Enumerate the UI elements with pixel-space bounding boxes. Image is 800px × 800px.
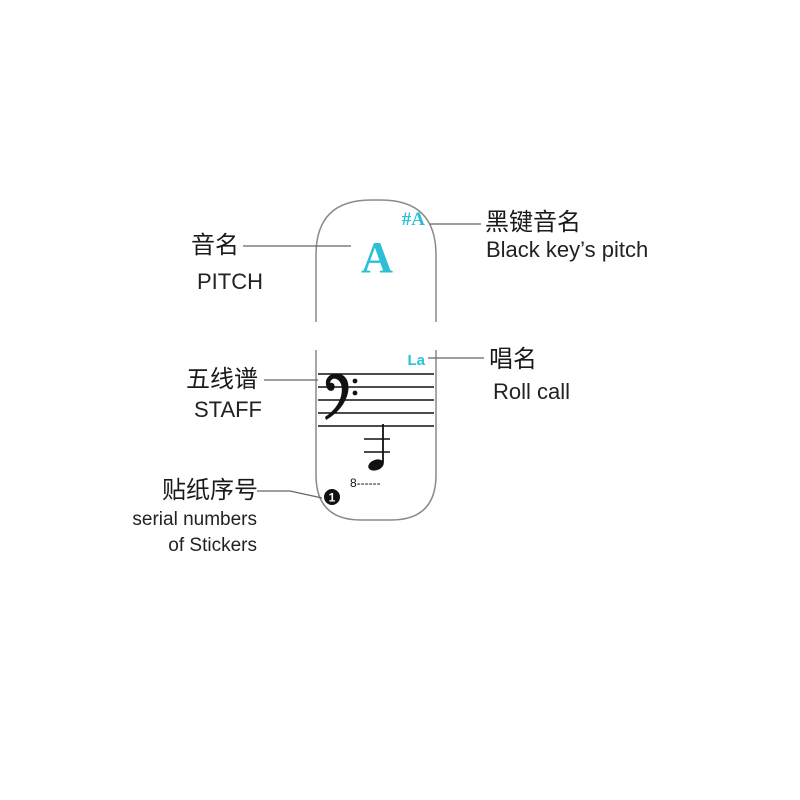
roll-call-syllable: La: [407, 352, 425, 369]
serial-number-badge: [324, 489, 340, 505]
note-head: [368, 459, 384, 471]
roll-call-label-en: Roll call: [493, 379, 571, 404]
white-key-sticker-outline: [315, 350, 437, 521]
bass-clef-icon: [325, 373, 358, 420]
serial-label-zh: 贴纸序号: [162, 476, 258, 504]
black-key-pitch: #A: [402, 209, 426, 230]
pitch-label-en: PITCH: [197, 269, 263, 294]
staff-lines: [318, 373, 434, 427]
black-key-label-zh: 黑键音名: [485, 208, 581, 236]
serial-leader-line-2: [289, 490, 323, 499]
serial-label-en-line2: of Stickers: [168, 535, 257, 556]
roll-call-label-zh: 唱名: [489, 345, 537, 373]
staff-label-en: STAFF: [193, 397, 262, 422]
pitch-label-zh: 音名: [191, 231, 239, 259]
black-key-label-en: Black key’s pitch: [486, 237, 649, 262]
black-key-sticker-outline: [315, 199, 437, 322]
staff-label-zh: 五线谱: [186, 365, 258, 393]
serial-number: 1: [329, 491, 336, 505]
octave-mark: 8------: [350, 476, 381, 490]
serial-label-en-line1: serial numbers: [132, 509, 257, 530]
ledger-lines: [364, 438, 390, 453]
leader-lines: [243, 223, 484, 499]
pitch-letter: A: [361, 233, 393, 282]
